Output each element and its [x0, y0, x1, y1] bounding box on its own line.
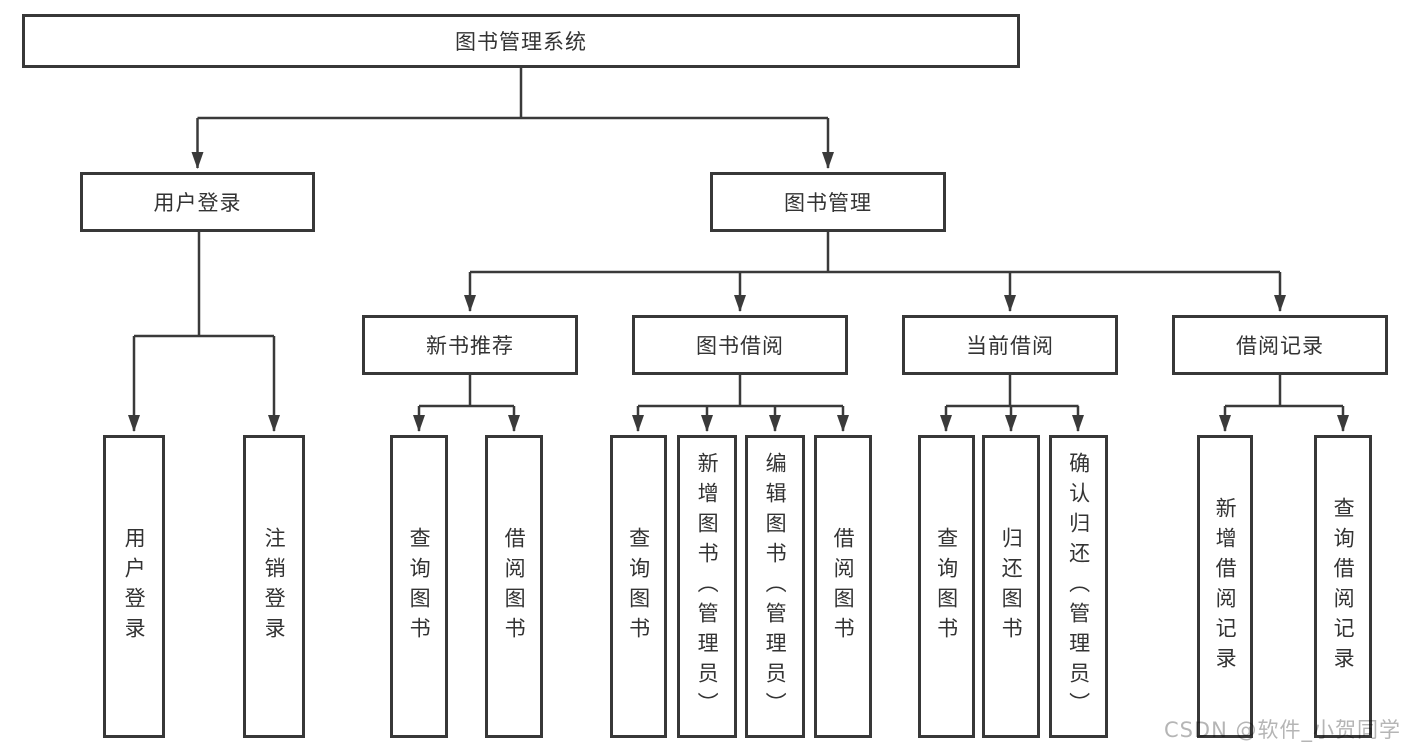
- node-library-management-system: 图书管理系统: [22, 14, 1020, 68]
- node-label: 借阅记录: [1236, 334, 1324, 358]
- leaf-user-login: 用户登录: [103, 435, 165, 738]
- leaf-query-borrow-record: 查询借阅记录: [1314, 435, 1372, 738]
- leaf-confirm-return-admin: 确认归还（管理员）: [1049, 435, 1108, 738]
- node-label: 图书借阅: [696, 334, 784, 358]
- node-label: 图书管理系统: [455, 30, 587, 54]
- leaf-edit-book-admin: 编辑图书（管理员）: [745, 435, 805, 738]
- node-label: 归还图书: [999, 526, 1024, 647]
- node-label: 新书推荐: [426, 334, 514, 358]
- node-label: 确认归还（管理员）: [1066, 451, 1091, 722]
- leaf-add-book-admin: 新增图书（管理员）: [677, 435, 737, 738]
- leaf-add-borrow-record: 新增借阅记录: [1197, 435, 1253, 738]
- leaf-borrow-books-1: 借阅图书: [485, 435, 543, 738]
- leaf-query-books-3: 查询图书: [918, 435, 975, 738]
- node-label: 新增图书（管理员）: [695, 451, 720, 722]
- leaf-borrow-books-2: 借阅图书: [814, 435, 872, 738]
- node-label: 查询图书: [407, 526, 432, 647]
- node-label: 查询图书: [934, 526, 959, 647]
- node-label: 注销登录: [262, 526, 287, 647]
- node-label: 当前借阅: [966, 334, 1054, 358]
- leaf-return-books: 归还图书: [982, 435, 1040, 738]
- node-label: 查询借阅记录: [1331, 496, 1356, 677]
- node-book-management: 图书管理: [710, 172, 946, 232]
- node-book-borrowing: 图书借阅: [632, 315, 848, 375]
- node-label: 编辑图书（管理员）: [763, 451, 788, 722]
- leaf-query-books-1: 查询图书: [390, 435, 448, 738]
- node-label: 借阅图书: [831, 526, 856, 647]
- node-borrowing-records: 借阅记录: [1172, 315, 1388, 375]
- leaf-logout: 注销登录: [243, 435, 305, 738]
- node-label: 图书管理: [784, 191, 872, 215]
- node-new-book-recommend: 新书推荐: [362, 315, 578, 375]
- node-user-login: 用户登录: [80, 172, 315, 232]
- node-label: 用户登录: [122, 526, 147, 647]
- connector-trunks: [134, 68, 1343, 408]
- leaf-query-books-2: 查询图书: [610, 435, 667, 738]
- node-label: 用户登录: [153, 191, 242, 215]
- node-label: 借阅图书: [502, 526, 527, 647]
- node-label: 查询图书: [626, 526, 651, 647]
- node-current-borrowing: 当前借阅: [902, 315, 1118, 375]
- node-label: 新增借阅记录: [1213, 496, 1238, 677]
